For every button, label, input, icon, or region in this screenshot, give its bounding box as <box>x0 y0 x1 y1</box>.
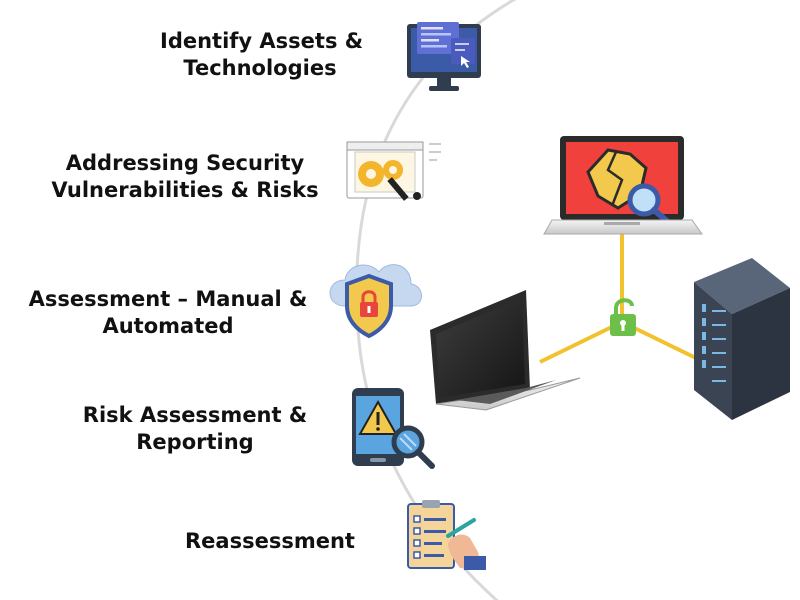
step-label-assessment-manual-automated: Assessment – Manual & Automated <box>20 286 316 340</box>
step-label-risk-assessment-reporting: Risk Assessment & Reporting <box>80 402 310 456</box>
step-label-reassessment: Reassessment <box>180 528 360 555</box>
step-label-line: Vulnerabilities & Risks <box>51 178 319 202</box>
step-label-line: Addressing Security <box>65 151 305 175</box>
laptop-broken-shield-icon <box>543 136 703 235</box>
step-label-line: Risk Assessment & <box>82 403 308 427</box>
step-label-line: Identify Assets & <box>160 29 364 53</box>
step-label-line: Assessment – Manual & <box>28 287 308 311</box>
gears-wrench-icon <box>346 141 441 201</box>
clipboard-checklist-icon <box>407 500 486 570</box>
step-label-line: Automated <box>102 314 234 338</box>
step-label-addressing-vulnerabilities: Addressing Security Vulnerabilities & Ri… <box>40 150 330 204</box>
server-rack-icon <box>694 258 790 420</box>
step-label-identify-assets: Identify Assets & Technologies <box>160 28 364 82</box>
phone-warning-magnifier-icon <box>352 388 435 469</box>
cloud-shield-lock-icon <box>329 264 422 339</box>
step-label-line: Technologies <box>183 56 337 80</box>
network-connectors <box>539 230 701 364</box>
code-monitor-icon <box>407 22 481 91</box>
step-label-line: Reassessment <box>185 529 355 553</box>
laptop-icon <box>430 290 581 411</box>
unlocked-padlock-icon <box>610 298 636 336</box>
step-label-line: Reporting <box>136 430 254 454</box>
